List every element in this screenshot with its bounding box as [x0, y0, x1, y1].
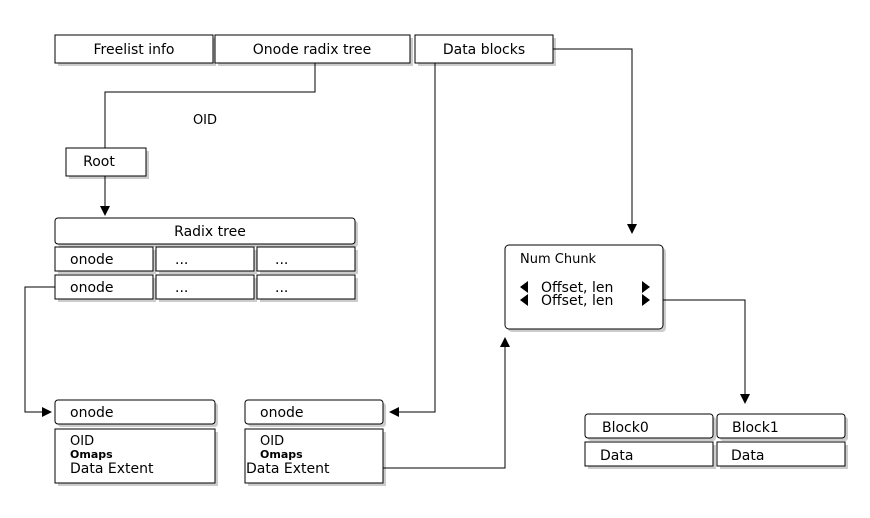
right-triangle-icon [642, 294, 650, 306]
oid-edge-label: OID [193, 113, 217, 128]
onode-mid-omaps: Omaps [260, 448, 303, 461]
radix-cell: ... [275, 280, 288, 296]
left-triangle-icon [520, 294, 528, 306]
chunk-entry: Offset, len [541, 280, 613, 296]
edge-num-chunk-to-blocks [663, 299, 750, 404]
onode-left-extent: Data Extent [70, 461, 154, 477]
onode-left-header: onode [70, 405, 114, 421]
edge-root-to-radix [100, 176, 110, 216]
onode-mid-box: onode OID Omaps Data Extent [244, 399, 386, 486]
num-chunk-box: Num Chunk Offset, len Offset, len [504, 244, 666, 332]
radix-tree-title: Radix tree [174, 224, 246, 240]
arrow-up-icon [500, 337, 510, 347]
onode-left-box: onode OID Omaps Data Extent [54, 399, 218, 486]
edge-extent-to-num-chunk [383, 337, 510, 469]
block-header: Block1 [732, 420, 779, 436]
arrow-down-icon [627, 224, 637, 234]
arrow-down-icon [100, 206, 110, 216]
root-label: Root [83, 154, 115, 170]
edge-radix-onode-to-onode-left [24, 286, 55, 417]
block-data: Data [600, 448, 633, 464]
arrow-left-icon [389, 407, 399, 417]
root-box: Root [65, 147, 149, 179]
freelist-info-label: Freelist info [94, 42, 175, 58]
onode-left-omaps: Omaps [70, 448, 113, 461]
left-triangle-icon [520, 281, 528, 293]
right-triangle-icon [642, 281, 650, 293]
block-data: Data [731, 448, 764, 464]
radix-cell: ... [175, 280, 188, 296]
onode-radix-tree-label: Onode radix tree [253, 42, 371, 58]
num-chunk-title: Num Chunk [520, 252, 597, 267]
arrow-right-icon [42, 407, 52, 417]
radix-cell: ... [275, 252, 288, 268]
data-blocks-label: Data blocks [443, 42, 525, 58]
radix-cell: onode [70, 280, 114, 296]
onode-radix-tree-box: Onode radix tree [214, 34, 413, 66]
arrow-down-icon [740, 394, 750, 404]
data-blocks-box: Data blocks [414, 34, 556, 66]
blocks-table: Block0 Block1 Data Data [584, 413, 848, 469]
block-header: Block0 [602, 420, 649, 436]
onode-mid-header: onode [260, 405, 304, 421]
onode-mid-extent: Data Extent [246, 461, 330, 477]
edge-onode-tree-to-root [104, 63, 316, 148]
onode-left-oid: OID [70, 434, 94, 449]
radix-tree-table: Radix tree onode ... ... onode ... ... [54, 217, 358, 302]
radix-cell: ... [175, 252, 188, 268]
edge-data-blocks-to-onode-mid [389, 63, 436, 417]
edge-data-blocks-to-num-chunk [553, 48, 637, 234]
freelist-info-box: Freelist info [54, 34, 216, 66]
chunk-entry: Offset, len [541, 293, 613, 309]
radix-cell: onode [70, 252, 114, 268]
onode-mid-oid: OID [260, 434, 284, 449]
